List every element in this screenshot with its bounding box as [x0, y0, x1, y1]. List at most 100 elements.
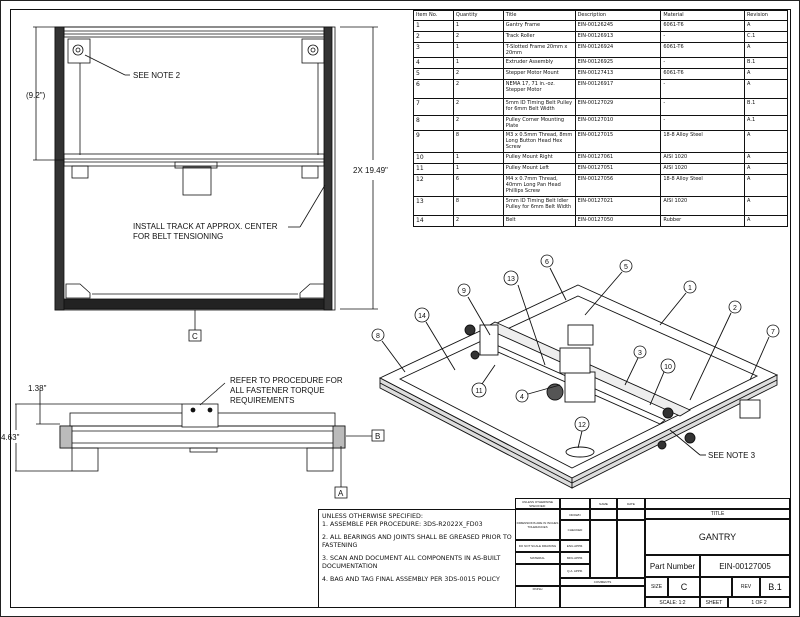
- bom-cell-revision: A: [744, 152, 788, 164]
- carriage-block: [181, 403, 219, 428]
- bom-cell-revision: A: [744, 196, 788, 216]
- bom-cell-item: 8: [413, 115, 454, 131]
- dimension-19-49: 2X 19.49": [353, 166, 388, 175]
- bom-cell-title: Pulley Mount Right: [502, 152, 576, 164]
- notes-header: UNLESS OTHERWISE SPECIFIED:: [322, 513, 423, 520]
- crossbar: [63, 153, 325, 167]
- bom-cell-title: T-Slotted Frame 20mm x 20mm: [502, 42, 576, 58]
- bom-cell-material: -: [660, 57, 746, 69]
- datum-b-box: [371, 429, 385, 442]
- balloon-3: 3: [638, 350, 642, 357]
- balloon-13: 13: [507, 276, 515, 283]
- bom-cell-quantity: 6: [452, 174, 504, 197]
- bom-cell-item: 13: [413, 196, 454, 216]
- bom-cell-item: 3: [413, 42, 454, 58]
- bom-cell-quantity: 2: [452, 31, 504, 43]
- balloon-8: 8: [376, 333, 380, 340]
- torque-note-line1: REFER TO PROCEDURE FOR: [230, 376, 343, 385]
- tb-eng: ENG APPR.: [560, 540, 590, 552]
- datum-a-box: [334, 486, 348, 499]
- motor-mount-right: [301, 38, 325, 64]
- bom-cell-item: 14: [413, 215, 454, 227]
- bottom-rail: [63, 298, 325, 310]
- balloon-6: 6: [545, 259, 549, 266]
- tb-checked: CHECKED: [560, 520, 590, 540]
- tb-comments: COMMENTS: [560, 578, 645, 586]
- bom-cell-quantity: 1: [452, 20, 504, 32]
- tb-cell: [645, 498, 790, 509]
- bom-cell-item: 1: [413, 20, 454, 32]
- bom-cell-revision: A: [744, 20, 788, 32]
- bom-cell-description: EIN-00127051: [574, 163, 662, 175]
- datum-b-label: B: [375, 432, 380, 441]
- tb-qa: Q.A. APPR.: [560, 564, 590, 578]
- note-4: 4. BAG AND TAG FINAL ASSEMBLY PER 3DS-00…: [322, 576, 500, 583]
- tb-sheet-label: SHEET: [700, 597, 728, 608]
- bom-cell-quantity: 1: [452, 152, 504, 164]
- bom-cell-title: 5mm ID Timing Belt Pulley for 6mm Belt W…: [502, 98, 576, 116]
- tb-name: NAME: [590, 498, 617, 509]
- frame-outline: [54, 26, 336, 311]
- bom-cell-title: Extruder Assembly: [502, 57, 576, 69]
- bom-cell-item: 12: [413, 174, 454, 197]
- bom-cell-item: 5: [413, 68, 454, 80]
- drawing-title: GANTRY: [645, 519, 790, 555]
- bom-cell-item: 11: [413, 163, 454, 175]
- bom-cell-quantity: 2: [452, 115, 504, 131]
- bom-cell-description: EIN-00126913: [574, 31, 662, 43]
- rail: [59, 425, 346, 449]
- bom-cell-material: -: [660, 31, 746, 43]
- bom-cell-item: 6: [413, 79, 454, 99]
- right-rail: [323, 26, 333, 311]
- bom-cell-revision: A.1: [744, 115, 788, 131]
- isometric-view: [378, 267, 779, 489]
- see-note-3-label: SEE NOTE 3: [708, 451, 756, 460]
- tb-cell: [617, 520, 645, 578]
- bom-cell-item: 7: [413, 98, 454, 116]
- balloon-4: 4: [520, 394, 524, 401]
- bom-header-3: Description: [574, 10, 662, 21]
- bom-cell-material: 6061-T6: [660, 42, 746, 58]
- balloon-12: 12: [578, 422, 586, 429]
- bom-cell-material: 18-8 Alloy Steel: [660, 174, 746, 197]
- bom-header-4: Material: [660, 10, 746, 21]
- part-number: EIN-00127005: [700, 555, 790, 577]
- sheet-size: C: [668, 577, 700, 597]
- datum-a-label: A: [338, 489, 344, 498]
- bom-cell-quantity: 8: [452, 196, 504, 216]
- bom-cell-material: AISI 1020: [660, 152, 746, 164]
- bom-cell-description: EIN-00127021: [574, 196, 662, 216]
- bom-cell-material: -: [660, 79, 746, 99]
- bom-cell-title: Pulley Corner Mounting Plate: [502, 115, 576, 131]
- sheet-number: 1 OF 2: [728, 597, 790, 608]
- balloon-2: 2: [733, 305, 737, 312]
- bom-cell-description: EIN-00127029: [574, 98, 662, 116]
- bom-cell-revision: A: [744, 215, 788, 227]
- bom-cell-revision: C.1: [744, 31, 788, 43]
- bom-cell-revision: A: [744, 163, 788, 175]
- bom-cell-revision: B.1: [744, 57, 788, 69]
- torque-note-line2: ALL FASTENER TORQUE: [230, 386, 325, 395]
- tb-part-number-label: Part Number: [645, 555, 700, 577]
- corner-plate: [299, 283, 325, 299]
- bom-cell-description: EIN-00127061: [574, 152, 662, 164]
- bom-cell-title: Track Roller: [502, 31, 576, 43]
- tb-mfg: MFG APPR.: [560, 552, 590, 564]
- tb-size-label: SIZE: [645, 577, 668, 597]
- bom-cell-quantity: 2: [452, 98, 504, 116]
- corner-plate: [65, 283, 91, 299]
- tb-material: MATERIAL: [515, 552, 560, 564]
- bom-cell-material: AISI 1020: [660, 163, 746, 175]
- bom-cell-description: EIN-00127413: [574, 68, 662, 80]
